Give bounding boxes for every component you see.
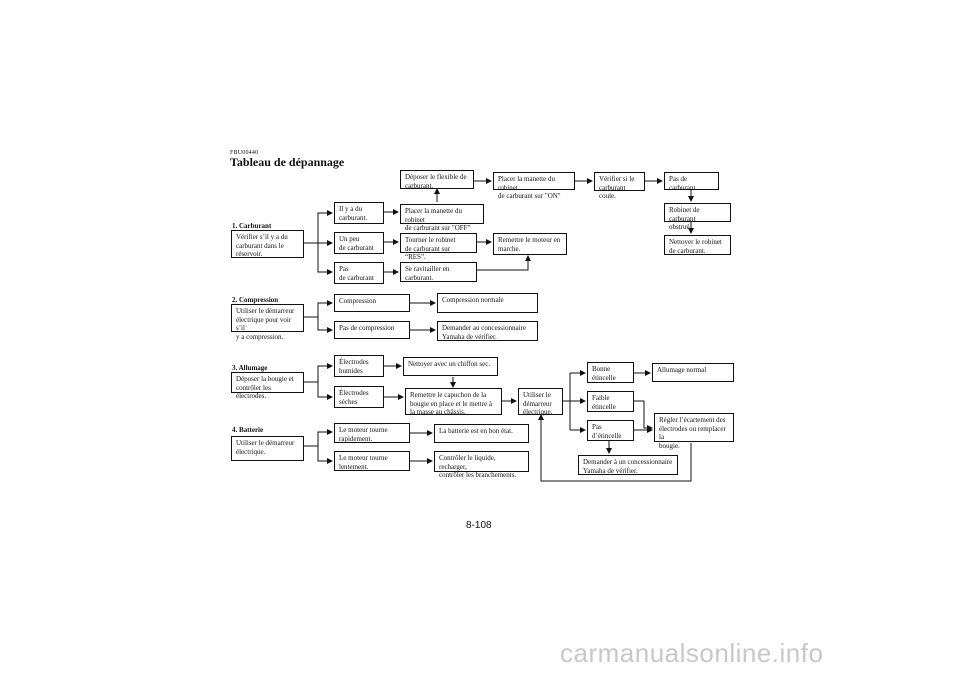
fuel-present-box: Il y a du carburant. [334,202,384,224]
weak-spark-box: Faible étincelle [587,391,634,412]
valve-clogged-box: Robinet de carburant obstrué [664,203,731,231]
dry-electrodes-box: Électrodes sèches [334,386,384,408]
check-fuel-flow-box: Vérifier si le carburant coule. [594,172,645,200]
wipe-dry-box: Nettoyer avec un chiffon sec. [403,357,498,376]
restart-engine-box: Remettre le moteur en marche. [493,233,567,255]
remove-fuel-hose-box: Déposer le flexible de carburant. [400,170,474,190]
watermark-text: carmanualsonline.info [560,638,824,668]
document-code: FBU00440 [230,150,259,156]
check-fuel-box: Vérifier s’il y a du carburant dans le r… [231,230,304,258]
refuel-box: Se ravitailler en carburant. [400,262,477,282]
normal-compression-box: Compression normale [437,293,538,313]
valve-res-box: Tourner le robinet de carburant sur “RES… [400,233,477,261]
section-4-label: 4. Batterie [232,426,264,434]
section-2-label: 2. Compression [232,296,279,304]
little-fuel-box: Un peu de carburant [334,232,384,254]
check-battery-box: Contrôler le liquide, recharger, contrôl… [434,451,529,479]
page-number: 8-108 [466,520,492,531]
compression-box: Compression [334,294,410,312]
normal-ignition-box: Allumage normal [652,363,734,382]
section-3-label: 3. Allumage [232,364,268,372]
dealer-check-ignition-box: Demander à un concessionnaire Yamaha de … [578,455,678,475]
engine-turns-slow-box: Le moteur tourne lentement. [334,451,410,471]
use-starter-box: Utiliser le démarreur électrique. [518,388,563,416]
use-starter-battery-box: Utiliser le démarreur électrique. [231,436,304,461]
check-compression-box: Utiliser le démarreur électrique pour vo… [231,304,304,341]
section-1-label: 1. Carburant [232,222,272,230]
adjust-gap-box: Régler l’écartement des électrodes ou re… [654,413,734,450]
good-spark-box: Bonne étincelle [587,362,634,383]
no-fuel-flow-box: Pas de carburant [664,172,719,192]
battery-good-box: La batterie est en bon état. [434,424,529,443]
engine-turns-fast-box: Le moteur tourne rapidement. [334,423,410,443]
page-title: Tableau de dépannage [230,155,345,169]
valve-off-box: Placer la manette du robinet de carburan… [400,204,484,232]
check-electrodes-box: Déposer la bougie et contrôler les élect… [231,372,304,400]
wet-electrodes-box: Électrodes humides [334,355,384,377]
no-compression-box: Pas de compression [334,321,410,339]
refit-plug-cap-box: Remettre le capuchon de la bougie en pla… [405,388,502,416]
no-fuel-box: Pas de carburant [334,262,384,284]
no-spark-box: Pas d’étincelle [587,420,634,441]
valve-on-box: Placer la manette du robinet de carburan… [493,172,575,200]
dealer-check-compression-box: Demander au concessionnaire Yamaha de vé… [437,321,538,341]
clean-valve-box: Nettoyer le robinet de carburant. [664,235,731,255]
